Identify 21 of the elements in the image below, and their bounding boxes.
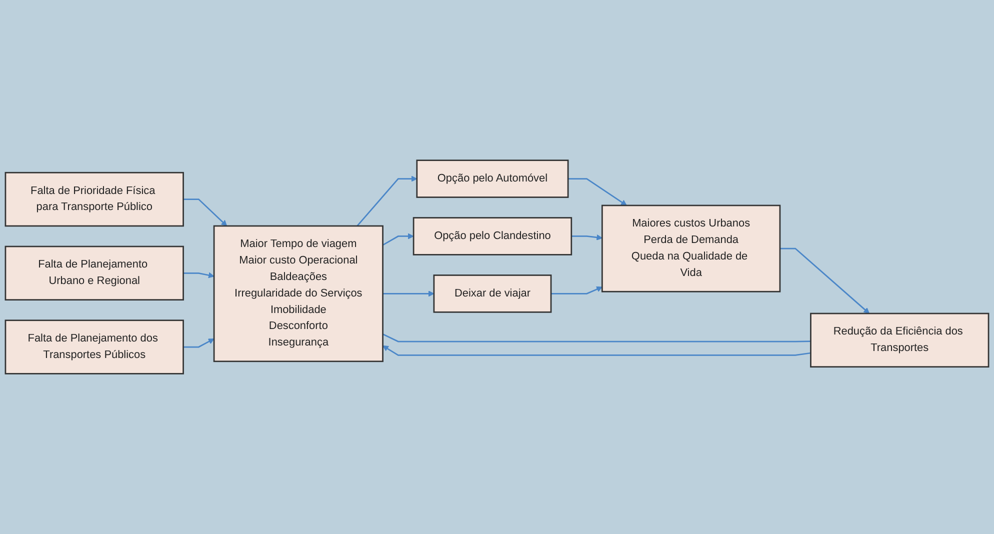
- node-box: Falta de Planejamento Urbano e Regional: [4, 246, 184, 300]
- node-box: Redução da Eficiência dos Transportes: [810, 312, 990, 368]
- node-box: Maior Tempo de viagem Maior custo Operacional Baldeações Irregularidade do Serviços Imobilidade Desconforto Insegurança: [213, 225, 384, 362]
- node-box: Falta de Planejamento dos Transportes Públicos: [4, 320, 184, 374]
- arrow: [568, 178, 627, 206]
- arrow: [356, 176, 418, 226]
- arrow: [183, 338, 214, 348]
- arrow: [382, 345, 811, 356]
- arrow: [571, 234, 602, 240]
- node-box: Falta de Prioridade Física para Transporte Público: [4, 172, 184, 227]
- node-box: Maiores custos Urbanos Perda de Demanda Queda na Qualidade de Vida: [601, 204, 781, 292]
- arrow: [183, 198, 228, 226]
- arrow: [551, 286, 602, 294]
- node-box: Opção pelo Clandestino: [412, 217, 572, 256]
- arrow: [183, 272, 214, 278]
- connector: [382, 334, 811, 342]
- arrow: [780, 248, 870, 314]
- node-box: Deixar de viajar: [433, 274, 552, 313]
- arrow: [382, 233, 414, 246]
- node-box: Opção pelo Automóvel: [416, 160, 569, 198]
- arrow: [382, 290, 434, 297]
